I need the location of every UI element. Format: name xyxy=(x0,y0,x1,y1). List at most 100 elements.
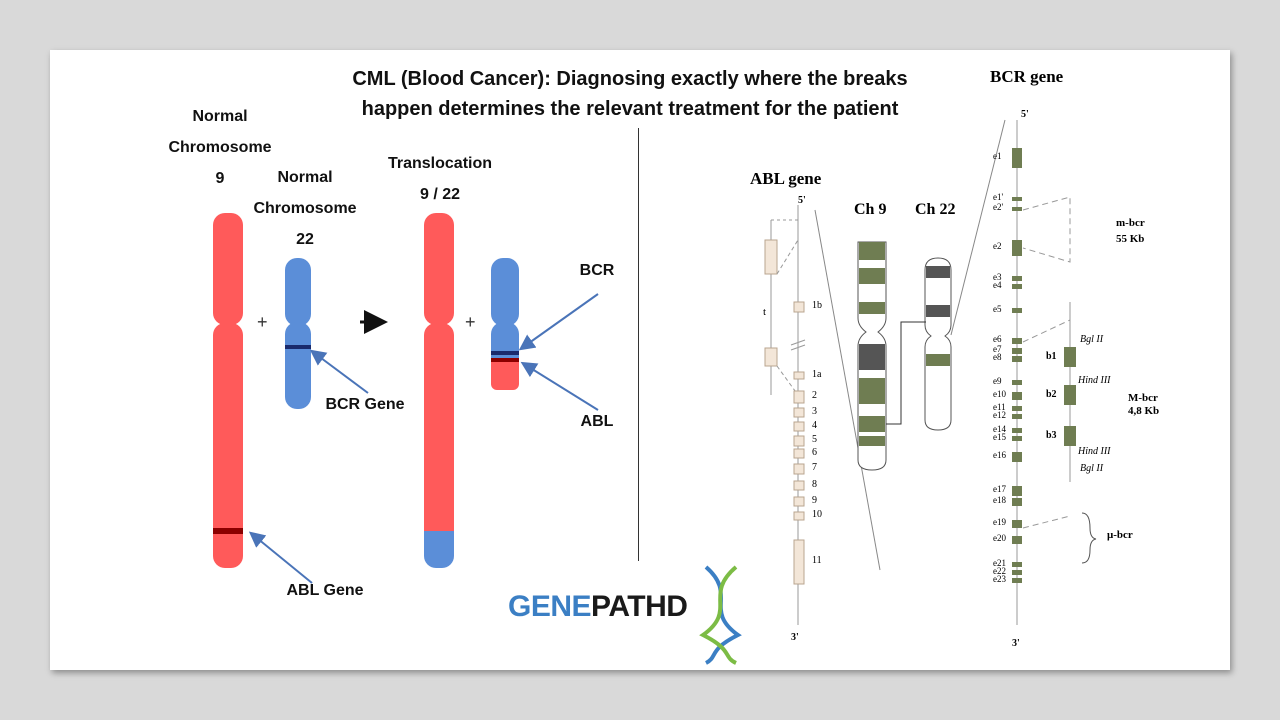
bcr-five-prime: 5' xyxy=(1021,109,1029,120)
bcr-exon-label: e16 xyxy=(993,450,1006,460)
ch9-band xyxy=(859,436,885,446)
label-line: Translocation xyxy=(387,155,493,172)
abl-exon-label: 4 xyxy=(812,419,817,431)
abl-exon-t1 xyxy=(764,239,778,275)
abl-exon-label: 3 xyxy=(812,405,817,417)
bcr-exon xyxy=(1012,308,1022,313)
abl-gene-label: ABL Gene xyxy=(286,582,364,599)
logo-path: PATH xyxy=(591,590,667,623)
abl-exon-label: 10 xyxy=(812,509,822,520)
bcr-exon-label: e17 xyxy=(993,484,1006,494)
bcr-exon xyxy=(1012,562,1022,567)
m-bcr-bracket xyxy=(1022,196,1071,263)
bcr-exon-label: e7 xyxy=(993,344,1002,354)
bcr-exon xyxy=(1012,148,1022,168)
abl-label: ABL xyxy=(580,413,614,430)
bcr-exon-label: e18 xyxy=(993,495,1006,505)
abl-gene-title: ABL gene xyxy=(750,169,822,188)
abl-exon xyxy=(793,511,805,521)
bcr-exons xyxy=(1012,148,1022,583)
hind-iii-site: Hind III xyxy=(1078,446,1111,457)
bcr-gene-title: BCR gene xyxy=(990,67,1064,86)
bcr-exon xyxy=(1012,356,1022,362)
M-bcr-bracket xyxy=(1022,319,1071,343)
abl-t-label: t xyxy=(763,306,767,318)
bcr-exon xyxy=(1012,240,1022,256)
chromosome-9-short-arm xyxy=(213,213,243,325)
bcr-exon xyxy=(1012,498,1022,506)
bcr-exon-label: e20 xyxy=(993,533,1006,543)
chromosome-22-long-arm xyxy=(285,322,311,409)
abl-exons xyxy=(793,301,805,585)
bcr-band xyxy=(491,351,519,355)
bcr-three-prime: 3' xyxy=(1012,638,1020,649)
bcr-exon-label: e5 xyxy=(993,303,1002,314)
bcr-exon xyxy=(1012,197,1022,201)
bcr-exon-label: e19 xyxy=(993,517,1006,527)
abl-exon xyxy=(793,421,805,432)
bgl-ii-site: Bgl II xyxy=(1080,463,1104,474)
abl-band xyxy=(491,358,519,362)
bcr-exon xyxy=(1012,520,1022,528)
logo-gene: GENE xyxy=(508,590,592,623)
b2-block xyxy=(1064,385,1076,405)
bcr-exon-label: e9 xyxy=(993,375,1002,386)
label-line: 22 xyxy=(296,231,314,248)
m-bcr-line: m-bcr xyxy=(1116,217,1145,229)
bcr-exon-label: e8 xyxy=(993,352,1002,362)
bcr-exon xyxy=(1012,276,1022,281)
bcr-exon-label: e4 xyxy=(993,279,1002,290)
label-line: 9 xyxy=(215,170,225,187)
hind-iii-site: Hind III xyxy=(1078,375,1111,386)
label-line: Normal xyxy=(192,108,248,125)
abl-exon-label: 8 xyxy=(812,478,817,490)
ch9-band xyxy=(859,378,885,404)
bcr-label: BCR xyxy=(579,262,615,279)
b2-label: b2 xyxy=(1046,389,1057,400)
mu-bcr-label: μ-bcr xyxy=(1107,529,1133,541)
bcr-exon-label: e1 xyxy=(993,151,1002,161)
bcr-exon xyxy=(1012,452,1022,462)
abl-exon-t2 xyxy=(764,347,778,367)
bcr-exon-label: e11 xyxy=(993,401,1006,412)
ch9-label: Ch 9 xyxy=(854,201,887,218)
chromosome-22-short-arm xyxy=(285,258,311,326)
bcr-exon xyxy=(1012,348,1022,354)
mu-bcr-brace xyxy=(1081,512,1097,564)
plus-sign: + xyxy=(465,312,476,332)
label-line: Chromosome xyxy=(168,139,272,156)
label-line: 9 / 22 xyxy=(419,186,461,203)
ch9-band xyxy=(859,416,885,432)
abl-break xyxy=(790,339,806,346)
b3-label: b3 xyxy=(1046,430,1057,441)
abl-gene-diagram xyxy=(764,205,881,625)
b1-label: b1 xyxy=(1046,351,1057,362)
slide-title: CML (Blood Cancer): Diagnosing exactly w… xyxy=(330,64,930,124)
ch22-band xyxy=(926,354,950,366)
bcr-exon xyxy=(1012,428,1022,433)
dna-helix-icon xyxy=(699,565,742,665)
bcr-exon xyxy=(1012,486,1022,496)
M-bcr-line: 4,8 Kb xyxy=(1128,405,1160,417)
abl-exon-label: 1b xyxy=(812,300,822,311)
philadelphia-long-arm xyxy=(491,322,519,390)
bcr-exon-label: e12 xyxy=(993,409,1006,420)
bcr-exon-label: e15 xyxy=(993,431,1006,442)
bcr-exon-label: e22 xyxy=(993,565,1006,576)
abl-arrow xyxy=(520,361,599,411)
abl-exon xyxy=(793,435,805,447)
slide: CML (Blood Cancer): Diagnosing exactly w… xyxy=(50,50,1230,670)
abl-gene-arrow xyxy=(248,531,313,584)
diagram-lines xyxy=(248,119,1097,625)
abl-exon xyxy=(793,480,805,491)
bcr-exon-label: e3 xyxy=(993,271,1002,282)
bcr-exon xyxy=(1012,284,1022,289)
abl-exon-label: 11 xyxy=(812,555,822,566)
abl-exon-label: 6 xyxy=(812,446,817,458)
bcr-exon xyxy=(1012,380,1022,385)
ch22-label: Ch 22 xyxy=(915,201,956,218)
abl-exon xyxy=(793,301,805,313)
ch22-band xyxy=(926,305,950,317)
bcr-exon xyxy=(1012,570,1022,575)
bcr-exon-label: e10 xyxy=(993,389,1006,399)
